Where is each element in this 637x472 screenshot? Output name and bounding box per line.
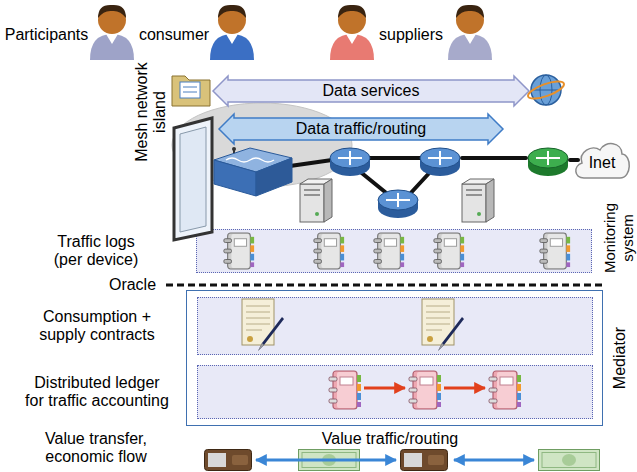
person-icon — [90, 34, 134, 60]
data-services-arrow-shape — [213, 76, 529, 106]
screen-icon — [174, 118, 212, 240]
person-icon — [338, 5, 366, 18]
wireless-switch — [256, 158, 292, 196]
participant-label: suppliers — [378, 26, 444, 44]
server-icon — [300, 179, 494, 222]
network-links — [370, 156, 420, 160]
layer-label: Monitoring system — [600, 203, 636, 274]
folder-icon — [183, 92, 197, 93]
layer-band: Distributed ledger for traffic accountin… — [197, 365, 593, 419]
wireless-switch — [214, 147, 292, 196]
screen-icon — [180, 127, 206, 232]
value-flow — [205, 450, 600, 471]
person-icon — [448, 34, 492, 60]
globe-icon — [526, 75, 566, 105]
band-heading: Consumption + supply contracts — [39, 308, 156, 344]
folder-icon — [183, 87, 197, 88]
person-icon — [330, 5, 374, 60]
contract-icon — [242, 299, 284, 351]
server-icon — [300, 179, 332, 222]
value-flow — [401, 450, 448, 471]
router-icon — [330, 148, 370, 176]
globe-icon — [526, 78, 566, 102]
traffic-log-icon — [314, 233, 344, 269]
wireless-switch — [226, 158, 274, 162]
person-icon — [448, 5, 492, 60]
arrow-label: Data services — [322, 82, 420, 100]
traffic-log-icon — [434, 233, 464, 269]
person-icon — [210, 5, 254, 60]
wireless-switch — [214, 160, 256, 196]
contract-icon — [242, 299, 464, 351]
server-icon — [462, 179, 494, 222]
value-flow — [539, 450, 600, 471]
traffic-log-icon — [224, 233, 570, 269]
internet-cloud: Inet — [572, 138, 632, 182]
person-icon — [210, 34, 254, 60]
person-icon — [98, 5, 126, 18]
traffic-log-icon — [224, 233, 254, 269]
band-heading: Traffic logs (per device) — [53, 233, 139, 269]
contract-icon — [422, 299, 464, 351]
value-flow — [454, 459, 534, 462]
flow-label: Value traffic/routing — [321, 430, 459, 448]
participant-label: consumer — [138, 26, 210, 44]
internet-cloud-shape — [576, 144, 629, 178]
band-heading: Distributed ledger for traffic accountin… — [25, 374, 170, 410]
person-icon — [330, 34, 374, 60]
region-label: Mesh network island — [132, 62, 168, 163]
layer-label: Value transfer, economic flow — [45, 430, 148, 466]
router-icon — [528, 148, 568, 176]
person-icon — [464, 34, 476, 44]
ledger-icon — [329, 371, 521, 409]
person-icon — [456, 5, 484, 18]
person-icon — [90, 5, 134, 60]
network-links — [290, 160, 332, 166]
folder-icon — [172, 76, 210, 106]
person-icon — [218, 5, 246, 18]
traffic-log-icon — [374, 233, 404, 269]
traffic-log-icon — [540, 233, 570, 269]
traffic-routing-arrow-shape — [219, 114, 503, 144]
screen-icon — [174, 118, 212, 240]
person-icon — [226, 34, 238, 44]
value-flow — [205, 450, 252, 471]
network-links — [570, 158, 578, 162]
ledger-icon — [489, 371, 521, 409]
cloud-label: Inet — [588, 154, 616, 172]
wireless-switch — [232, 147, 236, 151]
folder-icon — [180, 82, 200, 98]
ledger-icon — [409, 371, 441, 409]
person-icon — [346, 34, 358, 44]
oracle-dashed-line — [166, 284, 604, 287]
ledger-icon — [329, 371, 361, 409]
globe-icon — [531, 90, 561, 91]
router-icon — [330, 148, 568, 218]
traffic-routing-arrow: Data traffic/routing — [218, 113, 504, 145]
router-icon — [420, 148, 460, 176]
folder-icon — [172, 76, 210, 106]
ledger-icon — [444, 387, 485, 390]
oracle-label: Oracle — [108, 276, 157, 294]
ledger-icon — [364, 387, 405, 390]
person-icon — [106, 34, 118, 44]
router-icon — [378, 190, 418, 218]
globe-icon — [531, 75, 561, 105]
data-services-arrow: Data services — [212, 75, 530, 107]
value-flow — [256, 459, 396, 462]
network-links — [462, 156, 526, 160]
box-heading: Mediator — [611, 326, 629, 390]
arrow-label: Data traffic/routing — [295, 120, 427, 138]
participant-label: Participants — [4, 26, 89, 44]
